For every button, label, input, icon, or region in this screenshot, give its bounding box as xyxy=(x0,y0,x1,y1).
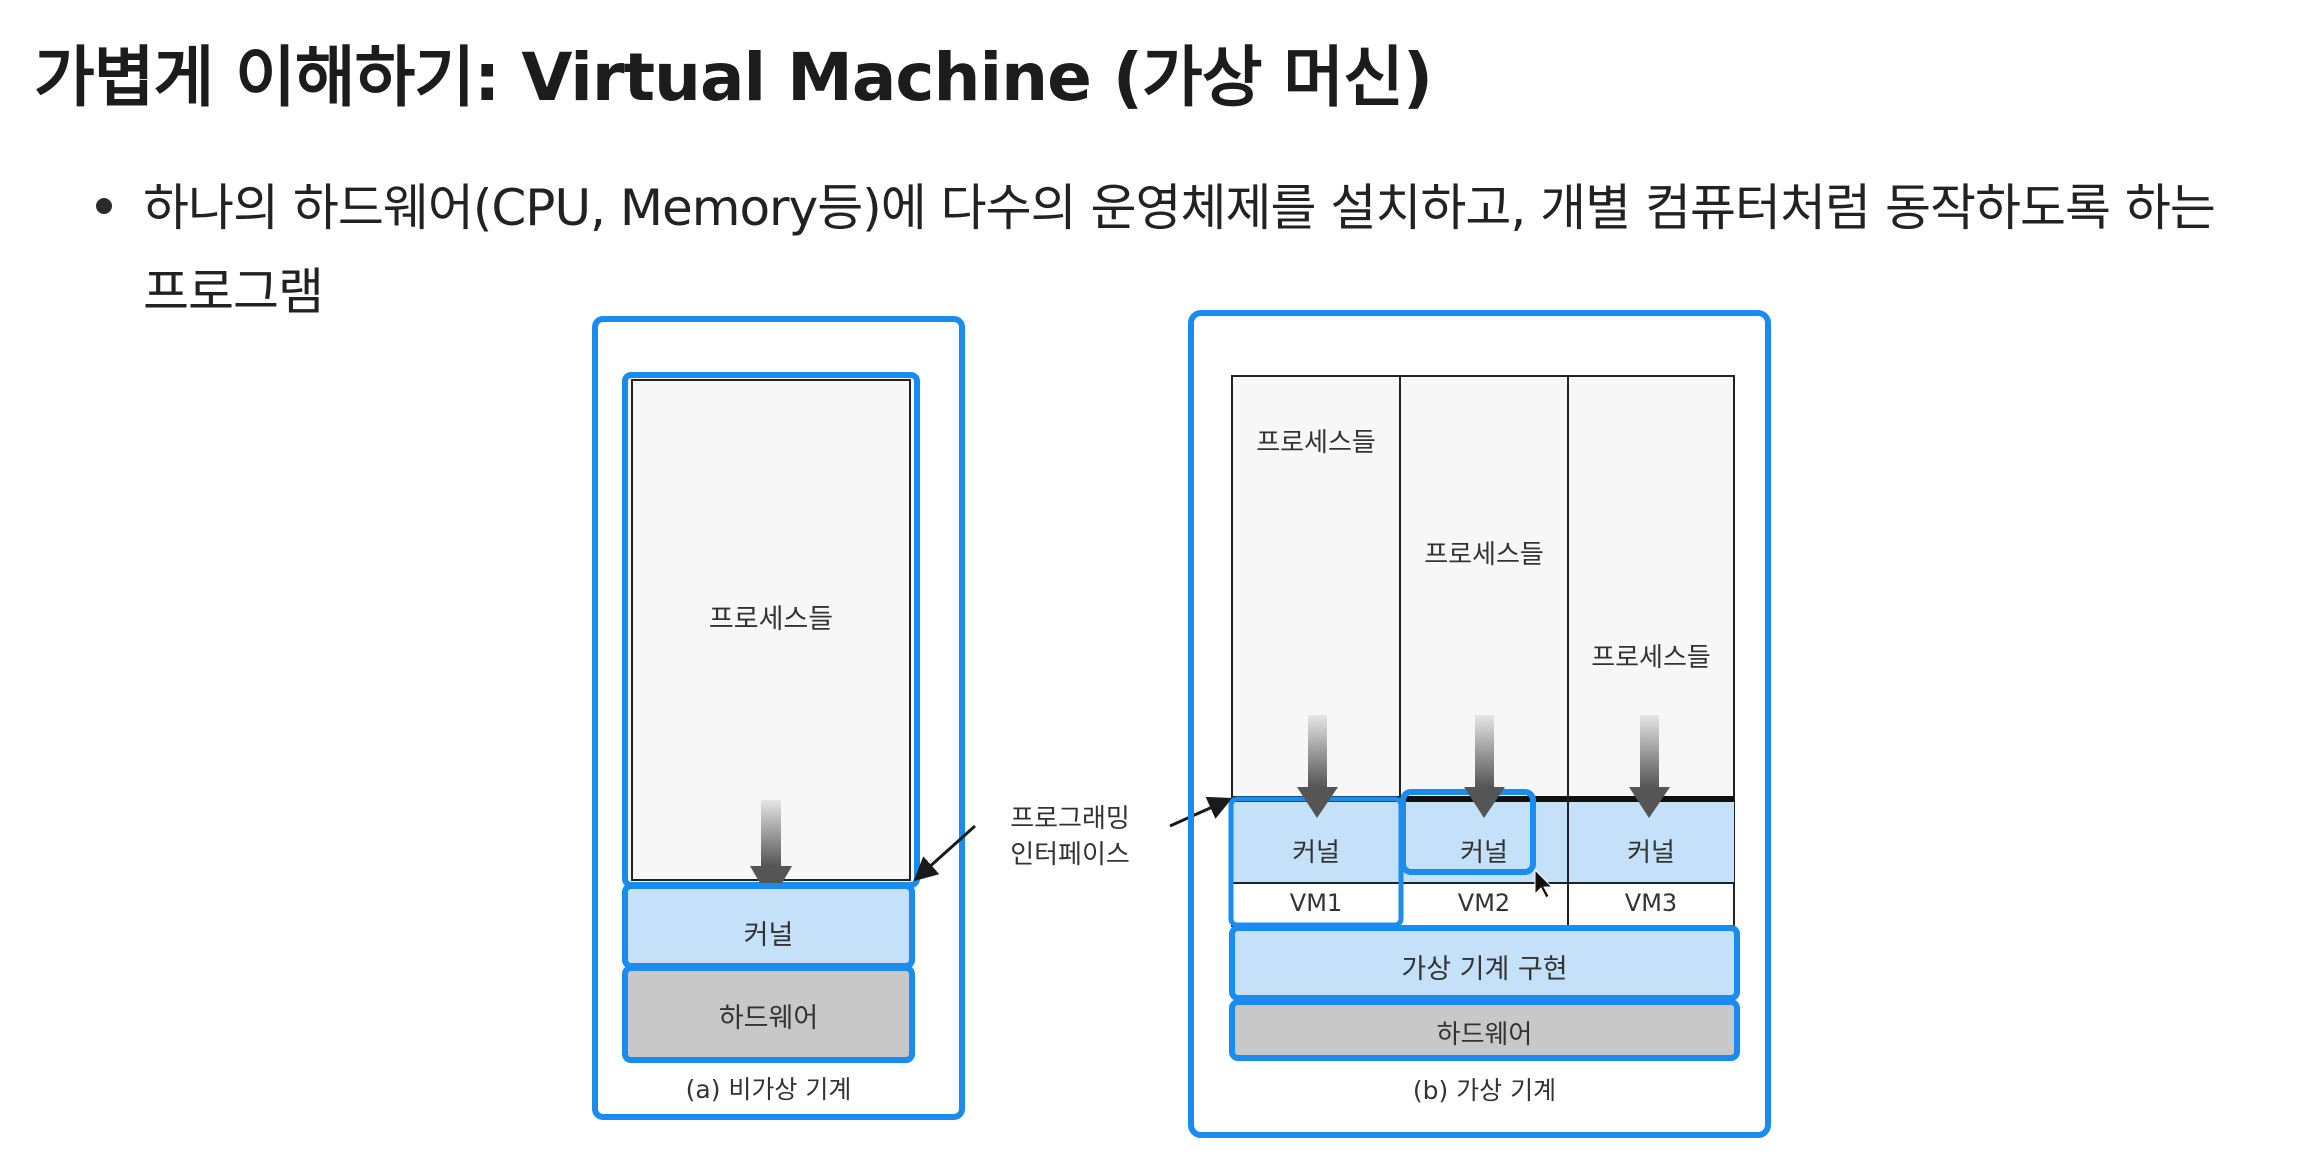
page-title: 가볍게 이해하기: Virtual Machine (가상 머신) xyxy=(34,39,1433,116)
left-hardware-box xyxy=(622,965,915,1063)
vm3-name-label: VM3 xyxy=(1624,889,1678,917)
interface-arrow-right xyxy=(1169,796,1233,828)
interface-arrow-left xyxy=(913,824,977,882)
right-caption: (b) 가상 기계 xyxy=(1412,1076,1557,1105)
left-arrow-shaft xyxy=(761,800,781,866)
mouse-cursor-icon xyxy=(1534,868,1554,899)
vm-impl-label: 가상 기계 구현 xyxy=(1401,954,1568,985)
vm1-arrow-head xyxy=(1297,787,1338,818)
vm1-processes-label: 프로세스들 xyxy=(1256,428,1376,458)
vm1-arrow-shaft xyxy=(1308,715,1327,787)
vm1-kernel-label: 커널 xyxy=(1292,838,1340,868)
left-kernel-label: 커널 xyxy=(743,920,794,951)
left-outer-frame xyxy=(592,316,965,1120)
vm2-arrow-shaft xyxy=(1475,715,1494,787)
vm1-name-label: VM1 xyxy=(1289,889,1343,917)
bullet-line-2: 프로그램 xyxy=(143,263,324,321)
bullet-text: 하나의 하드웨어(CPU, Memory등)에 다수의 운영체제를 설치하고, … xyxy=(143,166,2293,334)
vm-impl-box xyxy=(1229,925,1740,1001)
bullet-dot xyxy=(96,198,112,214)
left-caption: (a) 비가상 기계 xyxy=(685,1075,852,1104)
vm3-arrow-head xyxy=(1629,787,1670,818)
vm3-arrow-shaft xyxy=(1640,715,1659,787)
vm3-processes-label: 프로세스들 xyxy=(1591,643,1711,673)
right-hardware-label: 하드웨어 xyxy=(1436,1020,1533,1050)
left-hardware-label: 하드웨어 xyxy=(718,1003,819,1034)
bullet-line-1: 하나의 하드웨어(CPU, Memory등)에 다수의 운영체제를 설치하고, … xyxy=(143,179,2216,237)
interface-label-line1: 프로그래밍 xyxy=(1010,804,1130,834)
vm2-arrow-head xyxy=(1464,787,1505,818)
vm2-processes-label: 프로세스들 xyxy=(1424,540,1544,570)
right-hardware-box xyxy=(1229,999,1740,1061)
vm2-kernel-label: 커널 xyxy=(1460,838,1508,868)
interface-label-line2: 인터페이스 xyxy=(1010,840,1130,870)
vm2-name-label: VM2 xyxy=(1457,889,1511,917)
left-processes-label: 프로세스들 xyxy=(708,604,834,635)
right-outer-frame xyxy=(1188,310,1771,1138)
vm3-kernel-label: 커널 xyxy=(1627,838,1675,868)
